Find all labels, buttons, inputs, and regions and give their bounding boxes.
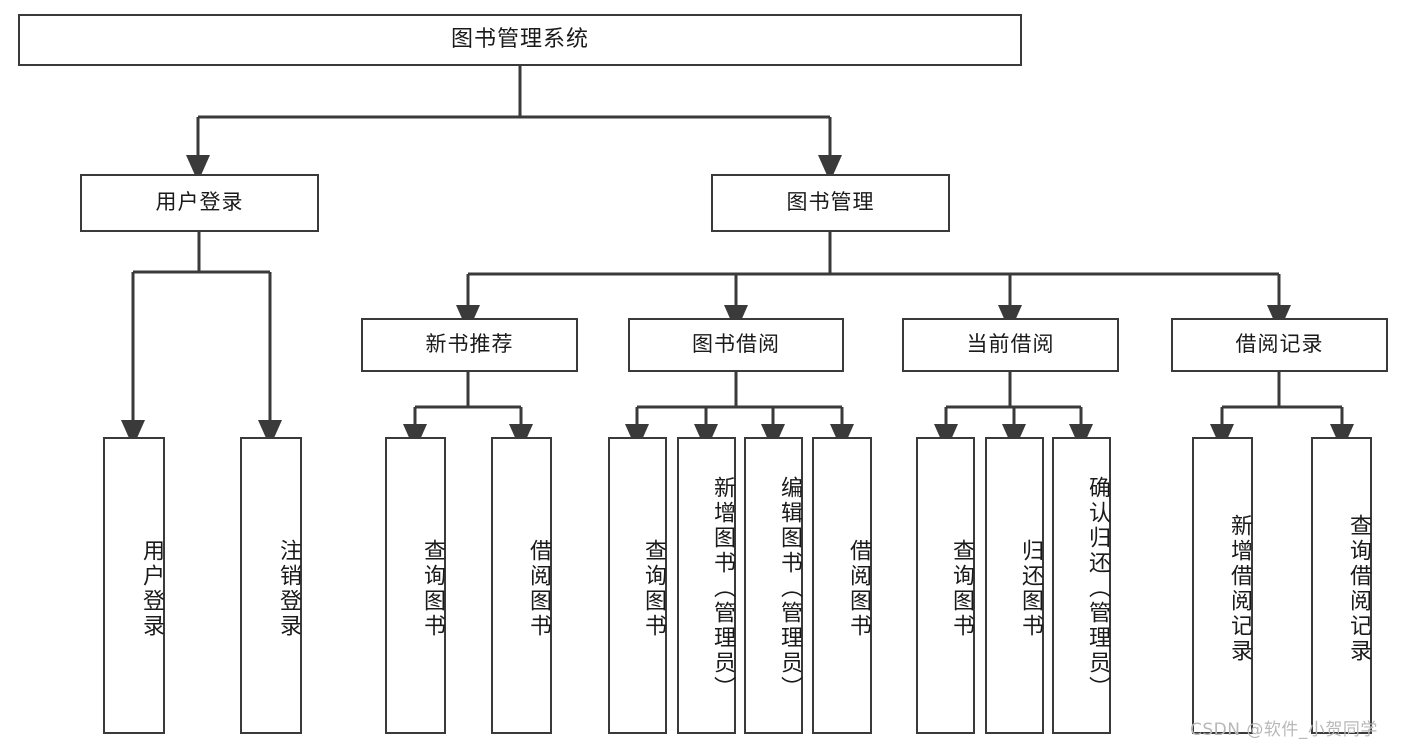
node-label: 查询借阅记录 <box>1346 513 1371 664</box>
leaf-borrow-book-recommend[interactable]: 借阅图书 <box>491 437 552 734</box>
node-label: 查询图书 <box>949 538 974 639</box>
node-label: 图书借阅 <box>692 332 780 357</box>
leaf-add-book[interactable]: 新增图书（管理员） <box>677 437 736 734</box>
leaf-query-borrow-record[interactable]: 查询借阅记录 <box>1311 437 1372 734</box>
node-label: 注销登录 <box>276 538 301 639</box>
node-label: 当前借阅 <box>966 332 1055 357</box>
node-label: 新增图书（管理员） <box>710 476 735 701</box>
node-book-manage[interactable]: 图书管理 <box>711 174 950 232</box>
leaf-confirm-return[interactable]: 确认归还（管理员） <box>1052 437 1111 734</box>
leaf-return-book[interactable]: 归还图书 <box>985 437 1044 734</box>
node-root-system[interactable]: 图书管理系统 <box>18 14 1022 66</box>
node-user-login[interactable]: 用户登录 <box>80 174 319 232</box>
leaf-query-book-recommend[interactable]: 查询图书 <box>385 437 446 734</box>
leaf-query-book-current[interactable]: 查询图书 <box>916 437 975 734</box>
leaf-borrow-book[interactable]: 借阅图书 <box>812 437 872 734</box>
leaf-user-login[interactable]: 用户登录 <box>103 437 165 734</box>
node-label: 确认归还（管理员） <box>1085 476 1110 701</box>
node-borrow-record[interactable]: 借阅记录 <box>1171 318 1388 372</box>
node-label: 借阅记录 <box>1235 332 1324 357</box>
node-label: 归还图书 <box>1018 538 1043 639</box>
leaf-edit-book[interactable]: 编辑图书（管理员） <box>744 437 803 734</box>
node-label: 图书管理 <box>786 190 875 215</box>
node-label: 查询图书 <box>420 538 445 639</box>
node-current-borrow[interactable]: 当前借阅 <box>902 318 1119 372</box>
node-label: 借阅图书 <box>846 538 871 639</box>
node-book-borrow[interactable]: 图书借阅 <box>628 318 844 372</box>
node-label: 新书推荐 <box>425 332 514 357</box>
leaf-add-borrow-record[interactable]: 新增借阅记录 <box>1192 437 1253 734</box>
node-label: 查询图书 <box>641 538 666 639</box>
node-label: 用户登录 <box>139 538 164 639</box>
leaf-query-book-borrow[interactable]: 查询图书 <box>608 437 667 734</box>
node-label: 借阅图书 <box>526 538 551 639</box>
node-label: 用户登录 <box>155 190 244 215</box>
node-new-book-recommend[interactable]: 新书推荐 <box>361 318 578 372</box>
leaf-logout[interactable]: 注销登录 <box>240 437 302 734</box>
node-label: 图书管理系统 <box>450 26 589 52</box>
node-label: 编辑图书（管理员） <box>777 476 802 701</box>
node-label: 新增借阅记录 <box>1227 513 1252 664</box>
